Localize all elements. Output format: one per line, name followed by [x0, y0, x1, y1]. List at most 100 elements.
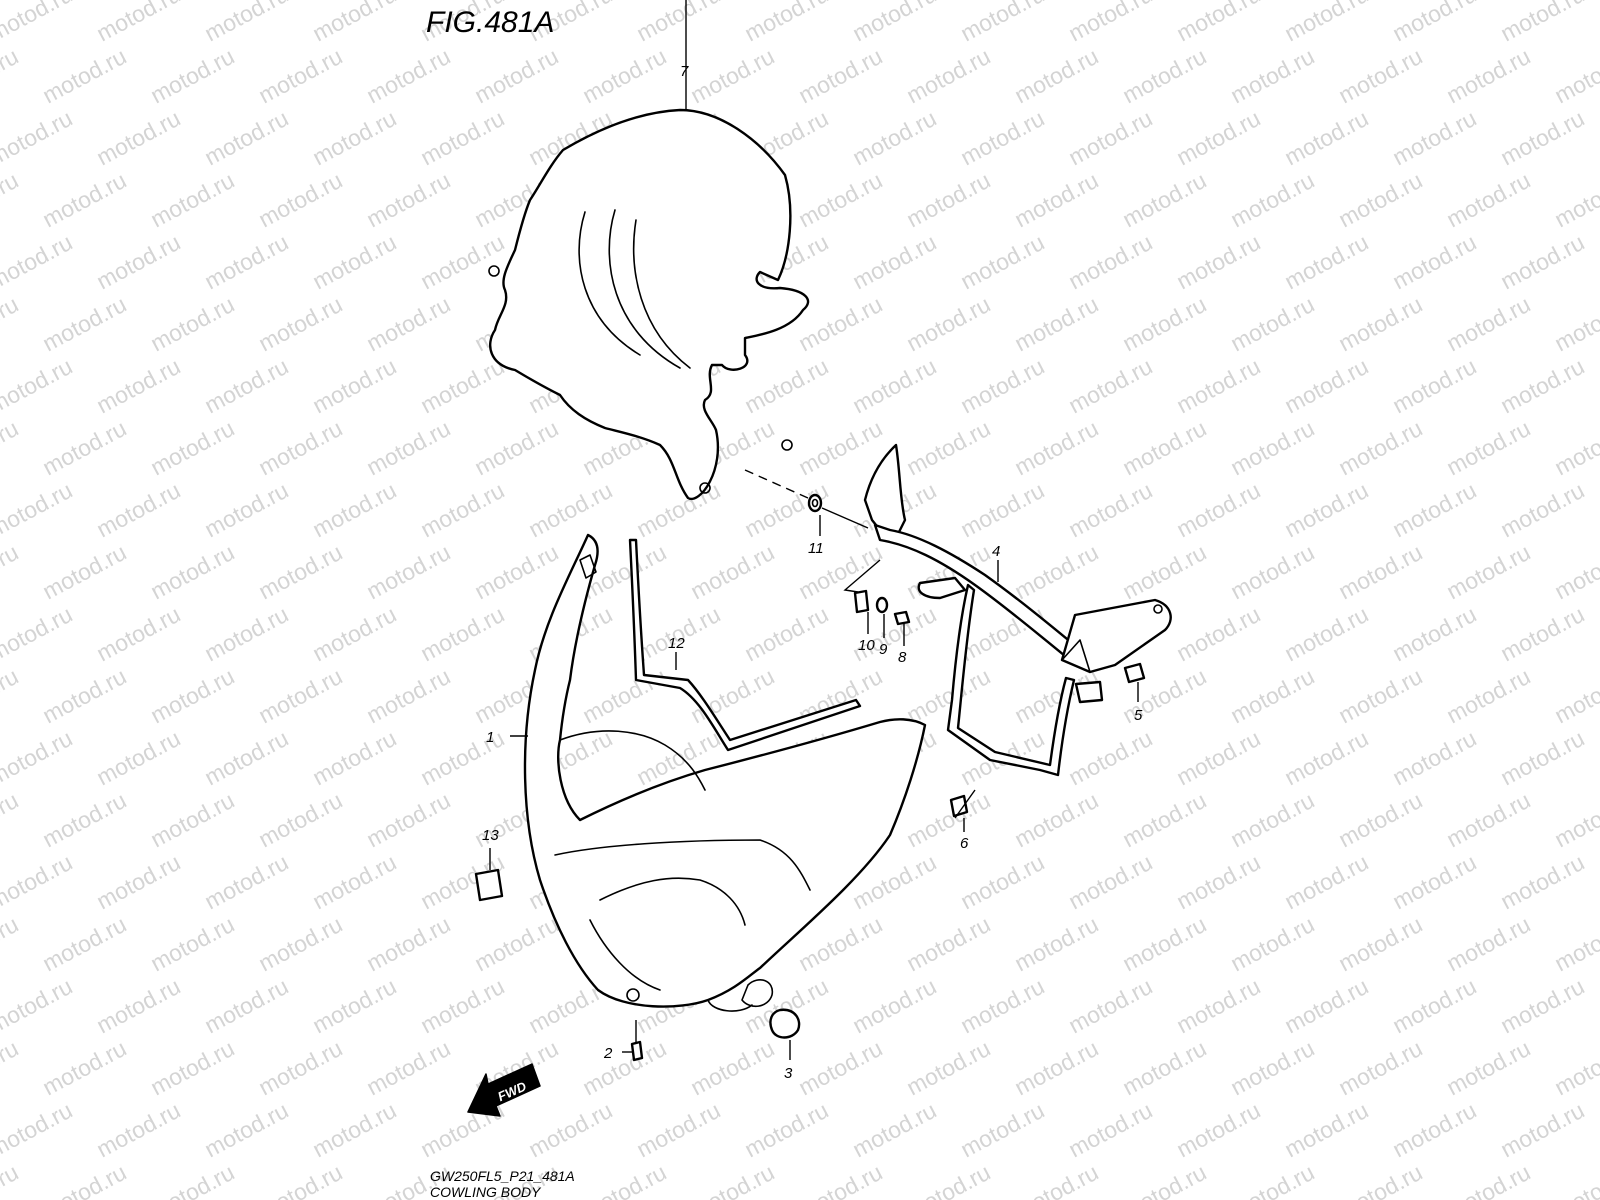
leader-lines [489, 0, 1139, 1060]
watermark-text: motod.ru [0, 1159, 22, 1200]
watermark-text: motod.ru [1388, 849, 1480, 915]
watermark-text: motod.ru [0, 1097, 76, 1163]
watermark-text: motod.ru [1226, 663, 1318, 729]
watermark-text: motod.ru [146, 1159, 238, 1200]
watermark-text: motod.ru [254, 43, 346, 109]
watermark-text: motod.ru [92, 601, 184, 667]
watermark-text: motod.ru [902, 787, 994, 853]
watermark-text: motod.ru [902, 911, 994, 977]
watermark-text: motod.ru [1172, 725, 1264, 791]
watermark-text: motod.ru [1388, 353, 1480, 419]
watermark-text: motod.ru [740, 0, 832, 46]
watermark-text: motod.ru [1064, 973, 1156, 1039]
watermark-text: motod.ru [146, 43, 238, 109]
watermark-text: motod.ru [1388, 973, 1480, 1039]
watermark-text: motod.ru [956, 229, 1048, 295]
watermark-text: motod.ru [1064, 849, 1156, 915]
watermark-text: motod.ru [848, 229, 940, 295]
watermark-text: motod.ru [794, 1159, 886, 1200]
watermark-text: motod.ru [1496, 849, 1588, 915]
watermark-text: motod.ru [1442, 663, 1534, 729]
watermark-text: motod.ru [200, 229, 292, 295]
watermark-text: motod.ru [0, 0, 76, 46]
watermark-text: motod.ru [200, 105, 292, 171]
watermark-text: motod.ru [200, 1097, 292, 1163]
watermark-text: motod.ru [1280, 849, 1372, 915]
watermark-text: motod.ru [1280, 1097, 1372, 1163]
clip-6-icon [949, 794, 969, 818]
nut-10-icon [853, 589, 870, 614]
watermark-text: motod.ru [0, 167, 22, 233]
watermark-text: motod.ru [1118, 291, 1210, 357]
watermark-text: motod.ru [632, 1097, 724, 1163]
watermark-text: motod.ru [956, 105, 1048, 171]
watermark-text: motod.ru [1550, 539, 1600, 605]
watermark-text: motod.ru [1442, 539, 1534, 605]
watermark-text: motod.ru [1118, 43, 1210, 109]
screw-2-icon [630, 1040, 644, 1062]
watermark-text: motod.ru [956, 477, 1048, 543]
watermark-text: motod.ru [254, 167, 346, 233]
watermark-text: motod.ru [0, 353, 76, 419]
watermark-text: motod.ru [1064, 105, 1156, 171]
watermark-text: motod.ru [38, 911, 130, 977]
watermark-text: motod.ru [686, 539, 778, 605]
watermark-text: motod.ru [1010, 787, 1102, 853]
watermark-text: motod.ru [1010, 911, 1102, 977]
watermark-text: motod.ru [1172, 1097, 1264, 1163]
watermark-text: motod.ru [0, 291, 22, 357]
callout-13: 13 [482, 827, 499, 844]
watermark-text: motod.ru [146, 539, 238, 605]
watermark-text: motod.ru [1118, 539, 1210, 605]
watermark-text: motod.ru [686, 1035, 778, 1101]
watermark-text: motod.ru [1172, 0, 1264, 46]
watermark-text: motod.ru [1496, 477, 1588, 543]
watermark-text: motod.ru [1010, 43, 1102, 109]
watermark-text: motod.ru [146, 787, 238, 853]
watermark-text: motod.ru [146, 1035, 238, 1101]
watermark-text: motod.ru [92, 1097, 184, 1163]
watermark-text: motod.ru [1388, 105, 1480, 171]
watermark-text: motod.ru [1064, 0, 1156, 46]
watermark-text: motod.ru [308, 725, 400, 791]
watermark-text: motod.ru [146, 291, 238, 357]
watermark-text: motod.ru [308, 973, 400, 1039]
watermark-text: motod.ru [1226, 1159, 1318, 1200]
watermark-text: motod.ru [1172, 105, 1264, 171]
watermark-text: motod.ru [0, 601, 76, 667]
callout-7: 7 [680, 63, 689, 80]
watermark-text: motod.ru [254, 415, 346, 481]
watermark-text: motod.ru [1496, 725, 1588, 791]
watermark-text: motod.ru [92, 0, 184, 46]
watermark-text: motod.ru [1118, 167, 1210, 233]
watermark-text: motod.ru [848, 0, 940, 46]
watermark-text: motod.ru [956, 1097, 1048, 1163]
callout-9: 9 [879, 641, 888, 658]
watermark-text: motod.ru [1280, 601, 1372, 667]
watermark-text: motod.ru [1010, 1035, 1102, 1101]
watermark-text: motod.ru [1334, 787, 1426, 853]
watermark-text: motod.ru [200, 601, 292, 667]
watermark-text: motod.ru [1334, 539, 1426, 605]
watermark-text: motod.ru [1118, 1159, 1210, 1200]
callout-3: 3 [784, 1065, 793, 1082]
watermark-text: motod.ru [1496, 601, 1588, 667]
callouts: 7 11 4 10 9 8 5 6 12 1 13 2 3 [482, 63, 1143, 1082]
figure-name: COWLING BODY [430, 1184, 542, 1200]
watermark-text: motod.ru [38, 291, 130, 357]
watermark-text: motod.ru [308, 229, 400, 295]
watermark-text: motod.ru [92, 849, 184, 915]
watermark-text: motod.ru [1280, 973, 1372, 1039]
watermark-text: motod.ru [254, 1159, 346, 1200]
watermark-text: motod.ru [794, 43, 886, 109]
watermark-text: motod.ru [200, 849, 292, 915]
watermark-text: motod.ru [1442, 415, 1534, 481]
watermark-text: motod.ru [740, 1097, 832, 1163]
watermark-text: motod.ru [1172, 353, 1264, 419]
callout-10: 10 [858, 637, 875, 654]
figure-title: FIG.481A [426, 6, 554, 39]
callout-8: 8 [898, 649, 907, 666]
watermark-text: motod.ru [1280, 229, 1372, 295]
callout-1: 1 [486, 729, 494, 746]
watermark-text: motod.ru [38, 1035, 130, 1101]
